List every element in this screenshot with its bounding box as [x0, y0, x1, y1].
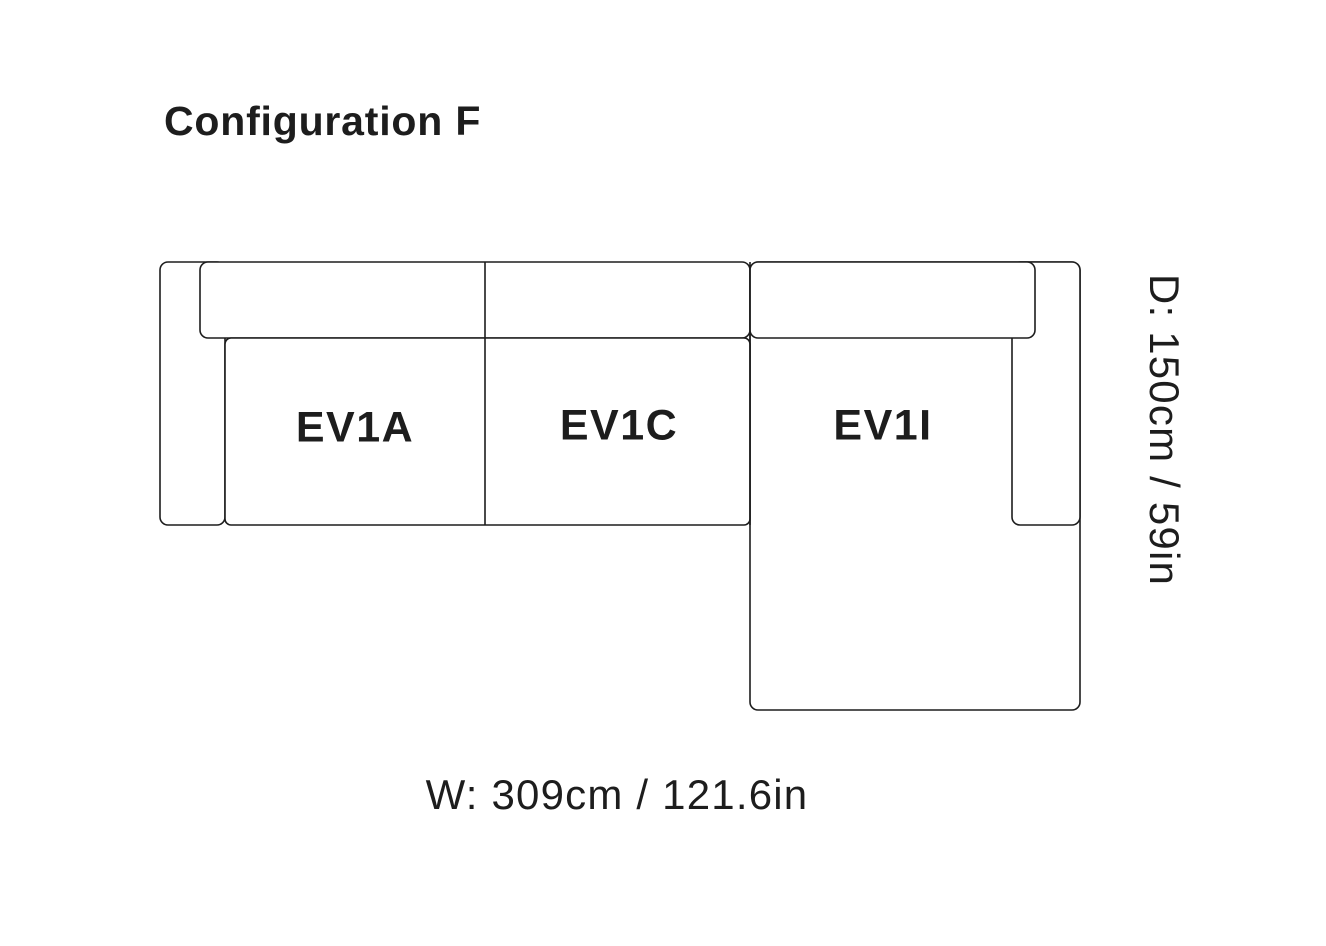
module-label-ev1i: EV1I: [833, 401, 933, 450]
module-label-ev1c: EV1C: [559, 401, 679, 450]
module-label-ev1a: EV1A: [295, 403, 415, 452]
page-title: Configuration F: [164, 98, 482, 144]
width-dimension-label: W: 309cm / 121.6in: [425, 771, 809, 818]
backrest-chaise-section: [749, 261, 1036, 339]
backrest-left-section: [199, 261, 751, 339]
depth-dimension-label: D: 150cm / 59in: [1141, 273, 1188, 587]
